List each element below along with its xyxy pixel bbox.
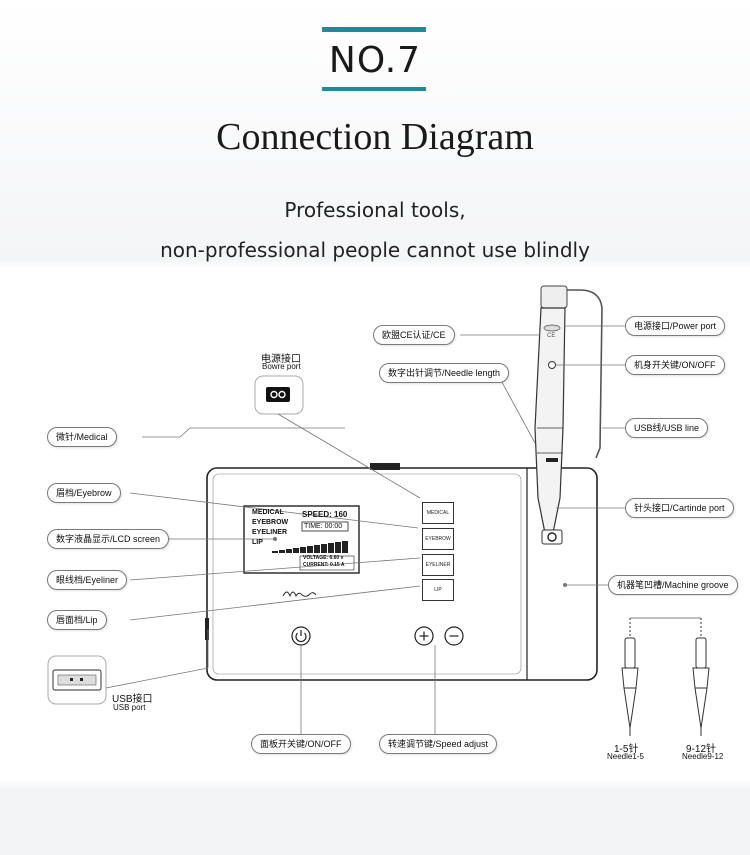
needle-9-12	[692, 618, 710, 736]
lcd-mode-lip: LIP	[252, 539, 263, 546]
page-title: Connection Diagram	[216, 116, 534, 158]
needle-9-12-label-cn: 9-12针	[686, 744, 717, 755]
subtitle-line-2: non-professional people cannot use blind…	[160, 238, 590, 262]
callout-ce: 欧盟CE认证/CE	[373, 325, 455, 345]
lcd-speed-bars	[272, 541, 348, 553]
callout-needle-length: 数字出针调节/Needle length	[379, 363, 510, 383]
brand-logo	[282, 591, 317, 598]
accent-bar-bottom	[322, 87, 426, 91]
lcd-screen	[243, 505, 360, 574]
lcd-time: TIME: 00:00	[304, 523, 343, 530]
needle-1-5-label-cn: 1-5针	[614, 744, 639, 755]
callout-eyebrow: 眉档/Eyebrow	[47, 483, 121, 503]
mode-button-eyeliner[interactable]: EYELINER	[422, 554, 454, 576]
mode-button-lip[interactable]: LIP	[422, 579, 454, 601]
accent-bar-top	[322, 27, 426, 32]
section-badge: NO.7	[328, 40, 422, 81]
connection-diagram: MEDICAL EYEBROW EYELINER LIP MEDICAL EYE…	[0, 268, 750, 780]
subtitle-line-1: Professional tools,	[284, 198, 466, 222]
mode-button-medical[interactable]: MEDICAL	[422, 502, 454, 524]
diagram-drawing	[47, 285, 710, 736]
power-socket-icon	[266, 387, 290, 402]
callout-lip: 唇面档/Lip	[47, 610, 107, 630]
pen-switch-icon	[548, 361, 556, 369]
lcd-mode-list: MEDICAL EYEBROW EYELINER LIP	[252, 508, 288, 548]
usb-port-label-en: USB port	[113, 703, 146, 712]
callout-eyeliner: 眼线档/Eyeliner	[47, 570, 128, 590]
callout-panel-switch: 面板开关键/ON/OFF	[251, 734, 351, 754]
bowre-port-label-cn: 电源接口	[261, 354, 301, 365]
leader-lines	[105, 325, 625, 736]
lcd-mode-eyeliner: EYELINER	[252, 529, 288, 536]
callout-machine-groove: 机器笔凹槽/Machine groove	[608, 575, 738, 595]
callout-usb-line: USB线/USB line	[625, 418, 709, 438]
callout-power-port: 电源接口/Power port	[625, 316, 726, 336]
needle-1-5-label-en: Needle1-5	[607, 752, 644, 761]
callout-cartridge-port: 针头接口/Cartinde port	[625, 498, 734, 518]
needle-1-5	[621, 618, 639, 736]
lcd-mode-eyebrow: EYEBROW	[252, 519, 289, 526]
cartridge-port-icon	[547, 532, 557, 542]
lcd-mode-medical: MEDICAL	[252, 509, 284, 516]
needle-9-12-label-en: Needle9-12	[682, 752, 724, 761]
usb-port-label-cn: USB接口	[112, 694, 153, 705]
callout-medical: 微针/Medical	[47, 427, 117, 447]
bowre-port-label-en: Bowre port	[262, 362, 301, 371]
lcd-current: CURRENT: 0.15 A	[303, 562, 345, 568]
callout-speed-adjust: 转速调节键/Speed adjust	[379, 734, 498, 754]
lcd-voltage: VOLTAGE: 6.60 v	[303, 555, 344, 561]
power-port-notch	[370, 463, 400, 470]
page-header: NO.7 Connection Diagram Professional too…	[0, 0, 750, 268]
callout-machine-on-off: 机身开关键/ON/OFF	[625, 355, 725, 375]
mode-button-eyebrow[interactable]: EYEBROW	[422, 528, 454, 550]
lcd-speed: SPEED: 160	[302, 510, 348, 519]
callout-lcd-screen: 数字液晶显示/LCD screen	[47, 529, 170, 549]
ce-mark: CE	[547, 333, 556, 339]
